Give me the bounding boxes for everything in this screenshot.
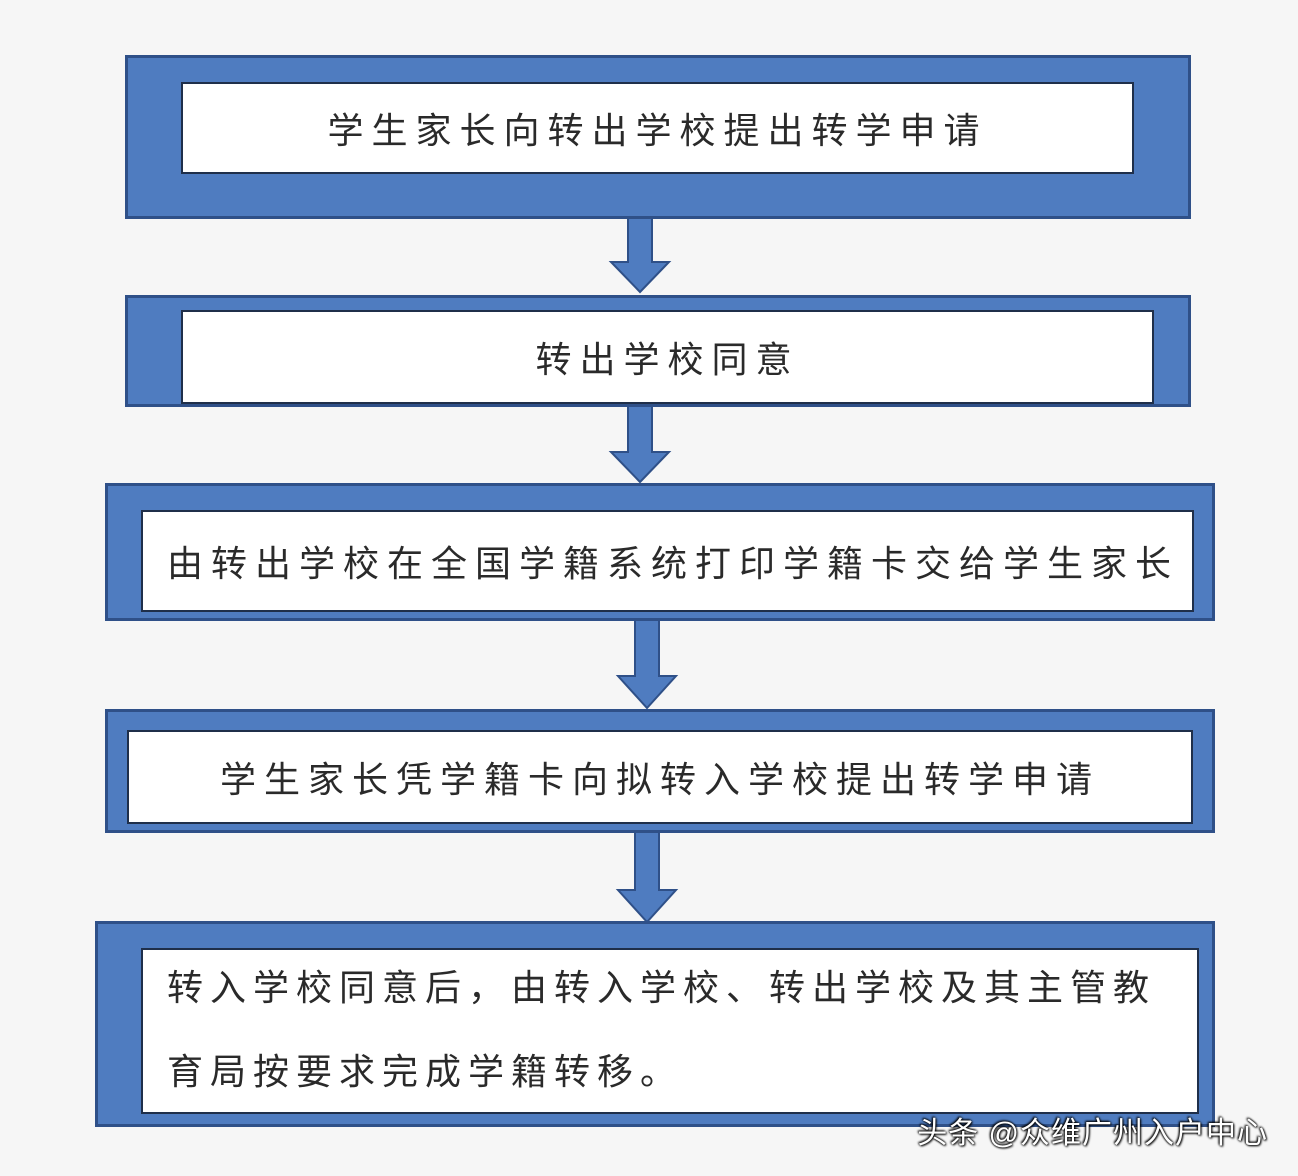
flow-step-3: 由转出学校在全国学籍系统打印学籍卡交给学生家长 <box>105 483 1215 621</box>
flow-step-4-label: 学生家长凭学籍卡向拟转入学校提出转学申请 <box>219 760 1100 801</box>
flow-step-4: 学生家长凭学籍卡向拟转入学校提出转学申请 <box>105 709 1215 833</box>
flow-step-2-box: 转出学校同意 <box>181 310 1154 404</box>
flow-step-2-label: 转出学校同意 <box>535 340 800 381</box>
flow-step-1: 学生家长向转出学校提出转学申请 <box>125 55 1191 219</box>
flow-step-5-box: 转入学校同意后，由转入学校、转出学校及其主管教育局按要求完成学籍转移。 <box>141 948 1199 1114</box>
flow-step-3-box: 由转出学校在全国学籍系统打印学籍卡交给学生家长 <box>141 510 1194 612</box>
flow-step-1-box: 学生家长向转出学校提出转学申请 <box>181 82 1134 174</box>
down-arrow-icon <box>608 218 672 294</box>
down-arrow-icon <box>608 406 672 484</box>
flow-step-1-label: 学生家长向转出学校提出转学申请 <box>327 111 988 152</box>
down-arrow-icon <box>615 620 679 710</box>
watermark: 头条 @众维广州入户中心 <box>917 1117 1268 1150</box>
down-arrow-icon <box>615 832 679 924</box>
flow-step-2: 转出学校同意 <box>125 295 1191 407</box>
flow-step-4-box: 学生家长凭学籍卡向拟转入学校提出转学申请 <box>127 730 1193 824</box>
flow-step-5: 转入学校同意后，由转入学校、转出学校及其主管教育局按要求完成学籍转移。 <box>95 921 1215 1127</box>
flow-step-5-label: 转入学校同意后，由转入学校、转出学校及其主管教育局按要求完成学籍转移。 <box>167 968 1157 1093</box>
flow-step-3-label: 由转出学校在全国学籍系统打印学籍卡交给学生家长 <box>167 544 1180 585</box>
